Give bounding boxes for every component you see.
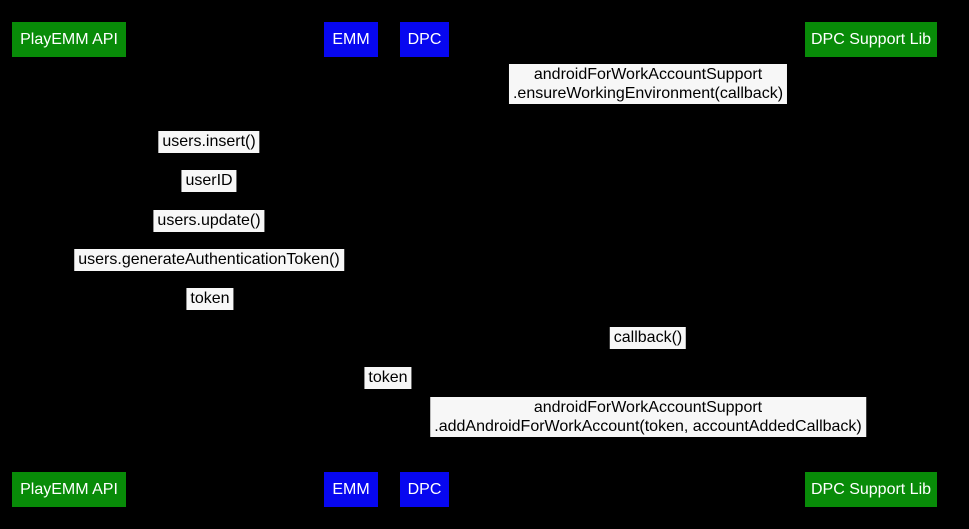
actor-dpc-bottom: DPC	[400, 472, 449, 507]
actor-dpc-support-lib-top: DPC Support Lib	[805, 22, 937, 57]
message-users-update: users.update()	[153, 210, 265, 232]
message-line: .ensureWorkingEnvironment(callback)	[512, 85, 784, 102]
actor-dpc-support-lib-bottom: DPC Support Lib	[805, 472, 937, 507]
message-userid: userID	[181, 170, 237, 192]
actor-emm-top: EMM	[324, 22, 378, 57]
message-ensure-working-environment: androidForWorkAccountSupport .ensureWork…	[508, 64, 788, 104]
message-token-1: token	[186, 288, 234, 310]
message-token-2: token	[364, 367, 412, 389]
message-add-android-for-work-account: androidForWorkAccountSupport .addAndroid…	[430, 397, 866, 437]
message-callback: callback()	[609, 327, 687, 349]
actor-playemm-api-bottom: PlayEMM API	[12, 472, 126, 507]
message-line: androidForWorkAccountSupport	[533, 66, 763, 83]
actor-emm-bottom: EMM	[324, 472, 378, 507]
message-generate-auth-token: users.generateAuthenticationToken()	[74, 249, 344, 271]
message-line: androidForWorkAccountSupport	[533, 399, 763, 416]
message-line: .addAndroidForWorkAccount(token, account…	[434, 418, 862, 435]
actor-playemm-api-top: PlayEMM API	[12, 22, 126, 57]
message-users-insert: users.insert()	[158, 131, 260, 153]
actor-dpc-top: DPC	[400, 22, 449, 57]
